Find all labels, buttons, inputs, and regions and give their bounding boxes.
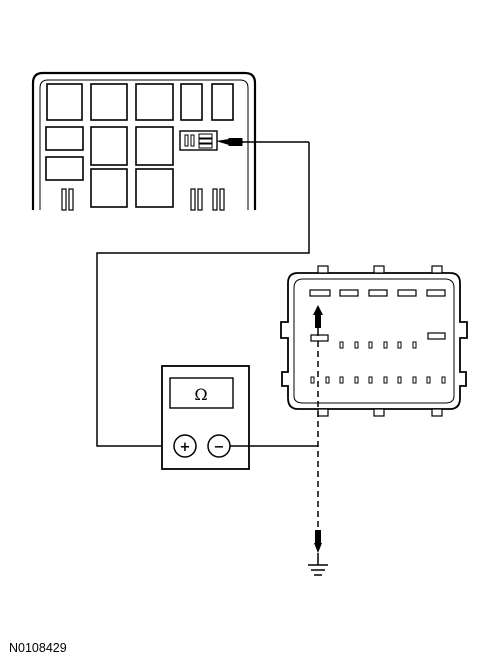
fuse-under-test <box>179 130 218 151</box>
module-connector <box>280 265 468 417</box>
positive-lead-wire <box>96 142 310 447</box>
fuse-relay-box <box>31 71 257 211</box>
relay-slot <box>45 156 84 181</box>
mini-fuse <box>61 188 67 211</box>
positive-terminal <box>173 434 197 458</box>
relay-slot <box>180 83 203 121</box>
ohmmeter: Ω + − <box>161 365 250 470</box>
meter-display <box>169 377 234 409</box>
positive-sign: + <box>180 440 191 455</box>
relay-slot <box>90 126 128 166</box>
connector-pin <box>397 289 417 297</box>
mini-fuse <box>190 188 196 211</box>
ground-icon <box>308 564 328 576</box>
mini-fuse <box>219 188 225 211</box>
connector-pin <box>427 332 446 340</box>
relay-slot <box>90 168 128 208</box>
relay-slot <box>135 168 174 208</box>
connector-pin-under-test <box>310 334 329 342</box>
ground-probe <box>314 530 322 565</box>
connector-pin <box>339 289 359 297</box>
ohm-symbol: Ω <box>194 385 207 404</box>
mini-fuse <box>212 188 218 211</box>
relay-slot <box>135 126 174 166</box>
relay-slot <box>135 83 174 121</box>
connector-test-probe <box>313 305 323 336</box>
connector-pin <box>426 289 446 297</box>
mini-fuse <box>197 188 203 211</box>
relay-slot <box>90 83 128 121</box>
relay-slot <box>45 126 84 151</box>
relay-slot <box>46 83 83 121</box>
connector-pin <box>368 289 388 297</box>
connector-pin <box>309 289 331 297</box>
mini-fuse <box>68 188 74 211</box>
figure-id: N0108429 <box>9 641 67 655</box>
negative-sign: − <box>214 440 225 455</box>
relay-slot <box>211 83 234 121</box>
fuse-test-probe <box>216 138 309 146</box>
